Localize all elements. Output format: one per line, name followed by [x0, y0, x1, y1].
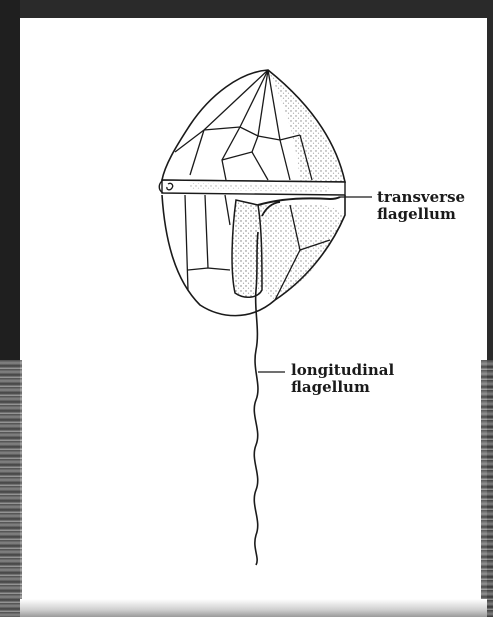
longitudinal-flagellum-label: longitudinal flagellum	[291, 362, 394, 396]
scan-left-noise	[0, 360, 22, 617]
longitudinal-label-line-1: longitudinal	[291, 362, 394, 379]
scan-right-noise	[481, 360, 493, 617]
transverse-flagellum-label: transverse flagellum	[377, 189, 465, 223]
transverse-label-line-2: flagellum	[377, 206, 465, 223]
transverse-flagellum	[258, 197, 340, 205]
epitheca-shading	[268, 70, 345, 185]
longitudinal-label-line-2: flagellum	[291, 379, 394, 396]
transverse-label-line-1: transverse	[377, 189, 465, 206]
cingulum-band	[159, 180, 345, 195]
hypotheca-shading	[255, 204, 345, 300]
scan-bottom-shadow	[20, 599, 487, 617]
scan-top-border	[0, 0, 493, 18]
